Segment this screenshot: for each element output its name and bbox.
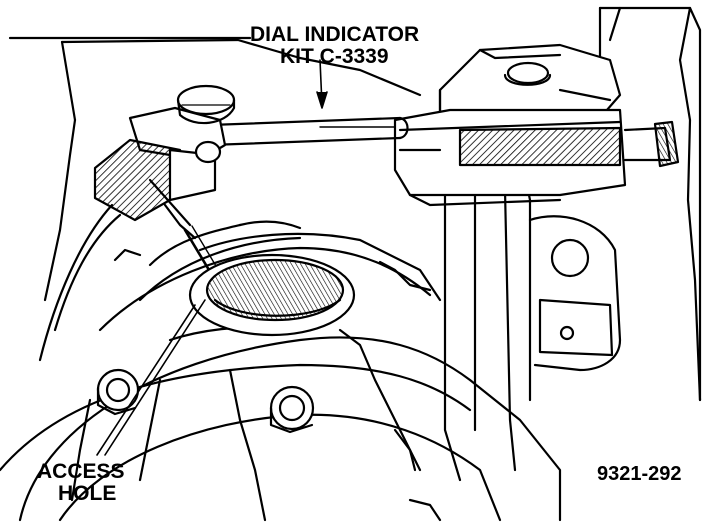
access-hole-label-line2: HOLE bbox=[58, 482, 116, 505]
engine-block-outline bbox=[8, 6, 702, 402]
indicator-rod bbox=[208, 116, 409, 147]
housing-bolts bbox=[96, 248, 417, 472]
mounting-clamp bbox=[393, 43, 680, 207]
figure-id-label: 9321-292 bbox=[597, 463, 682, 485]
dial-indicator-label-line1: DIAL INDICATOR bbox=[250, 23, 419, 46]
leader-lines bbox=[96, 59, 328, 456]
access-hole-label-line1: ACCESS bbox=[37, 460, 125, 483]
dial-indicator bbox=[38, 84, 236, 362]
support-bracket bbox=[443, 148, 622, 482]
access-hole bbox=[188, 253, 356, 337]
dial-indicator-label-line2: KIT C-3339 bbox=[280, 45, 389, 68]
